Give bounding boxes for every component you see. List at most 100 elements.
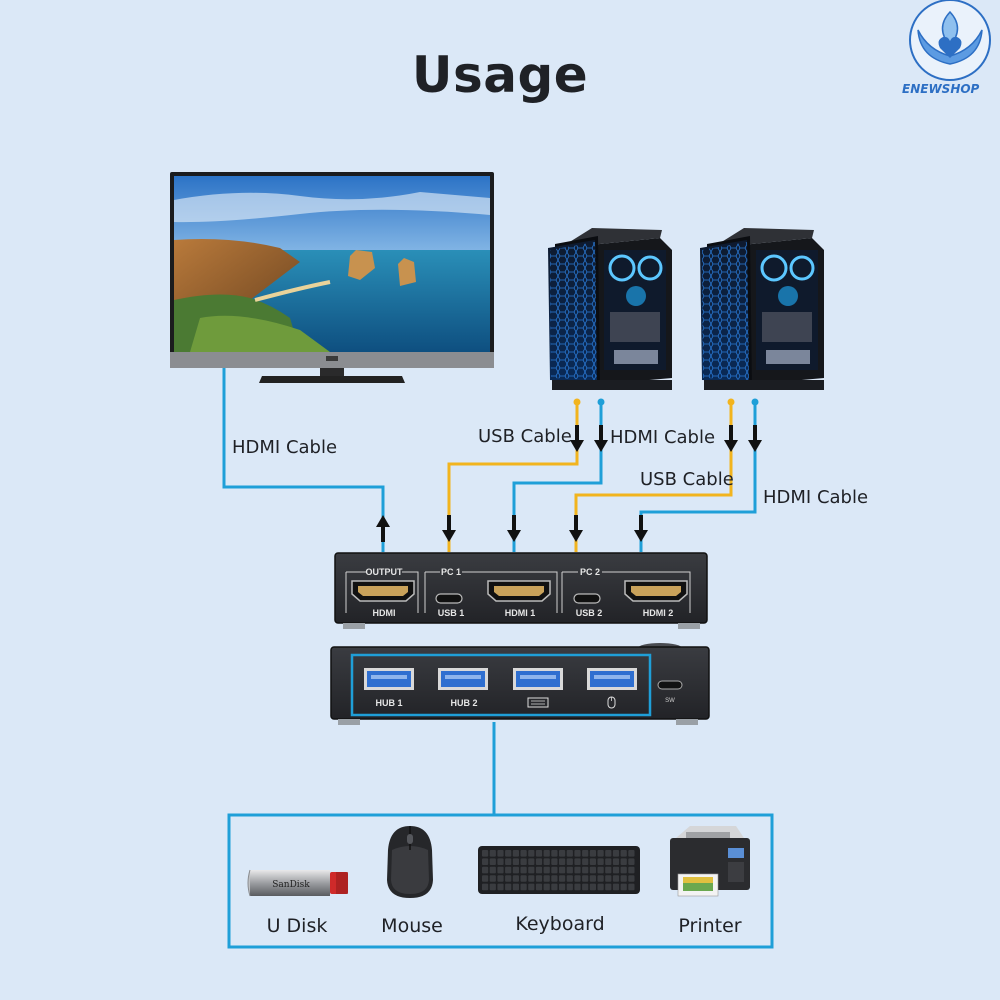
keyboard-key bbox=[535, 858, 543, 865]
pc2-label: PC 2 bbox=[580, 567, 600, 577]
keyboard-key bbox=[605, 875, 612, 882]
keyboard-key bbox=[528, 850, 535, 857]
hdmi-1-label: HDMI 1 bbox=[505, 608, 536, 618]
keyboard-key bbox=[535, 883, 543, 891]
keyboard-key bbox=[559, 866, 566, 874]
keyboard-key bbox=[520, 850, 527, 857]
keyboard-key bbox=[620, 850, 627, 857]
output-port-label: HDMI bbox=[373, 608, 396, 618]
kvm-front-panel: OUTPUT HDMI PC 1 USB 1 HDMI 1 PC 2 USB 2… bbox=[334, 552, 708, 629]
hdmi-2-port bbox=[624, 580, 688, 602]
keyboard-key bbox=[589, 866, 596, 874]
hub-2-label: HUB 2 bbox=[450, 698, 477, 708]
keyboard-key bbox=[543, 850, 550, 857]
udisk-brand: SanDisk bbox=[272, 880, 310, 890]
arrow-down-icon bbox=[594, 425, 608, 452]
keyboard-key bbox=[512, 850, 519, 857]
keyboard-key bbox=[612, 883, 620, 891]
keyboard-key bbox=[482, 883, 489, 891]
arrow-up-icon bbox=[376, 515, 390, 542]
keyboard-key bbox=[597, 883, 604, 891]
keyboard-key bbox=[612, 875, 620, 882]
mouse-usb-port bbox=[587, 668, 637, 690]
keyboard-key bbox=[528, 875, 535, 882]
monitor-stand bbox=[259, 376, 405, 383]
keyboard-key bbox=[528, 883, 535, 891]
keyboard-icon bbox=[527, 697, 549, 708]
keyboard-key bbox=[543, 875, 550, 882]
keyboard-key bbox=[482, 850, 489, 857]
keyboard-key bbox=[628, 858, 635, 865]
hub-1-label: HUB 1 bbox=[375, 698, 402, 708]
keyboard-key bbox=[535, 866, 543, 874]
keyboard-key bbox=[543, 858, 550, 865]
cable-connectors bbox=[573, 398, 759, 406]
keyboard-key bbox=[505, 883, 512, 891]
keyboard-key bbox=[566, 858, 573, 865]
keyboard-key bbox=[520, 858, 527, 865]
keyboard-key bbox=[597, 850, 604, 857]
keyboard-key bbox=[559, 883, 566, 891]
page-title: Usage bbox=[411, 46, 589, 104]
keyboard-key bbox=[589, 850, 596, 857]
keyboard-key bbox=[505, 866, 512, 874]
keyboard-key bbox=[582, 875, 589, 882]
arrow-down-icon bbox=[570, 425, 584, 452]
output-label: OUTPUT bbox=[366, 567, 404, 577]
keyboard-key bbox=[528, 858, 535, 865]
arrow-down-icon bbox=[569, 515, 583, 542]
keyboard-key bbox=[628, 866, 635, 874]
keyboard-key bbox=[482, 858, 489, 865]
keyboard-key bbox=[612, 858, 620, 865]
lotus-heart-logo-icon bbox=[909, 0, 991, 81]
pc2-hdmi-cable-label: HDMI Cable bbox=[763, 487, 869, 508]
keyboard-usb-port bbox=[513, 668, 563, 690]
keyboard-key bbox=[543, 883, 550, 891]
keyboard-key bbox=[551, 850, 558, 857]
keyboard-key bbox=[520, 866, 527, 874]
keyboard-key bbox=[497, 875, 504, 882]
pc1-tower bbox=[548, 228, 672, 390]
mouse-label: Mouse bbox=[381, 915, 443, 937]
keyboard-key bbox=[612, 850, 620, 857]
hub-highlight-frame bbox=[350, 653, 652, 717]
keyboard-key bbox=[535, 850, 543, 857]
keyboard-key bbox=[528, 866, 535, 874]
direction-arrows bbox=[376, 425, 762, 542]
usb-1-port bbox=[435, 593, 463, 604]
keyboard-key bbox=[597, 875, 604, 882]
keyboard-key bbox=[512, 866, 519, 874]
keyboard-key bbox=[582, 866, 589, 874]
hdmi-2-label: HDMI 2 bbox=[643, 608, 674, 618]
keyboard-key bbox=[489, 850, 496, 857]
arrow-down-icon bbox=[634, 515, 648, 542]
keyboard-key bbox=[543, 866, 550, 874]
keyboard-key bbox=[520, 883, 527, 891]
keyboard-key bbox=[605, 858, 612, 865]
switch-port bbox=[657, 680, 683, 690]
usb-2-label: USB 2 bbox=[576, 608, 603, 618]
keyboard-key bbox=[559, 875, 566, 882]
brand-name: ENEWSHOP bbox=[902, 82, 980, 96]
pc1-usb-cable-label: USB Cable bbox=[478, 426, 572, 447]
keyboard-key bbox=[497, 883, 504, 891]
keyboard-key bbox=[620, 875, 627, 882]
keyboard-key bbox=[597, 858, 604, 865]
keyboard-key bbox=[605, 850, 612, 857]
keyboard-key bbox=[559, 858, 566, 865]
keyboard-key bbox=[535, 875, 543, 882]
keyboard-key bbox=[551, 875, 558, 882]
keyboard-key bbox=[559, 850, 566, 857]
usb-1-label: USB 1 bbox=[438, 608, 465, 618]
monitor bbox=[170, 172, 494, 383]
printer-image bbox=[670, 826, 750, 897]
mouse-icon bbox=[607, 696, 616, 709]
keyboard-key bbox=[497, 850, 504, 857]
keyboard-key bbox=[566, 883, 573, 891]
pc1-hdmi-cable-label: HDMI Cable bbox=[610, 427, 716, 448]
keyboard-key bbox=[612, 866, 620, 874]
keyboard-key bbox=[597, 866, 604, 874]
peripherals-frame bbox=[227, 813, 774, 949]
keyboard-key bbox=[512, 858, 519, 865]
